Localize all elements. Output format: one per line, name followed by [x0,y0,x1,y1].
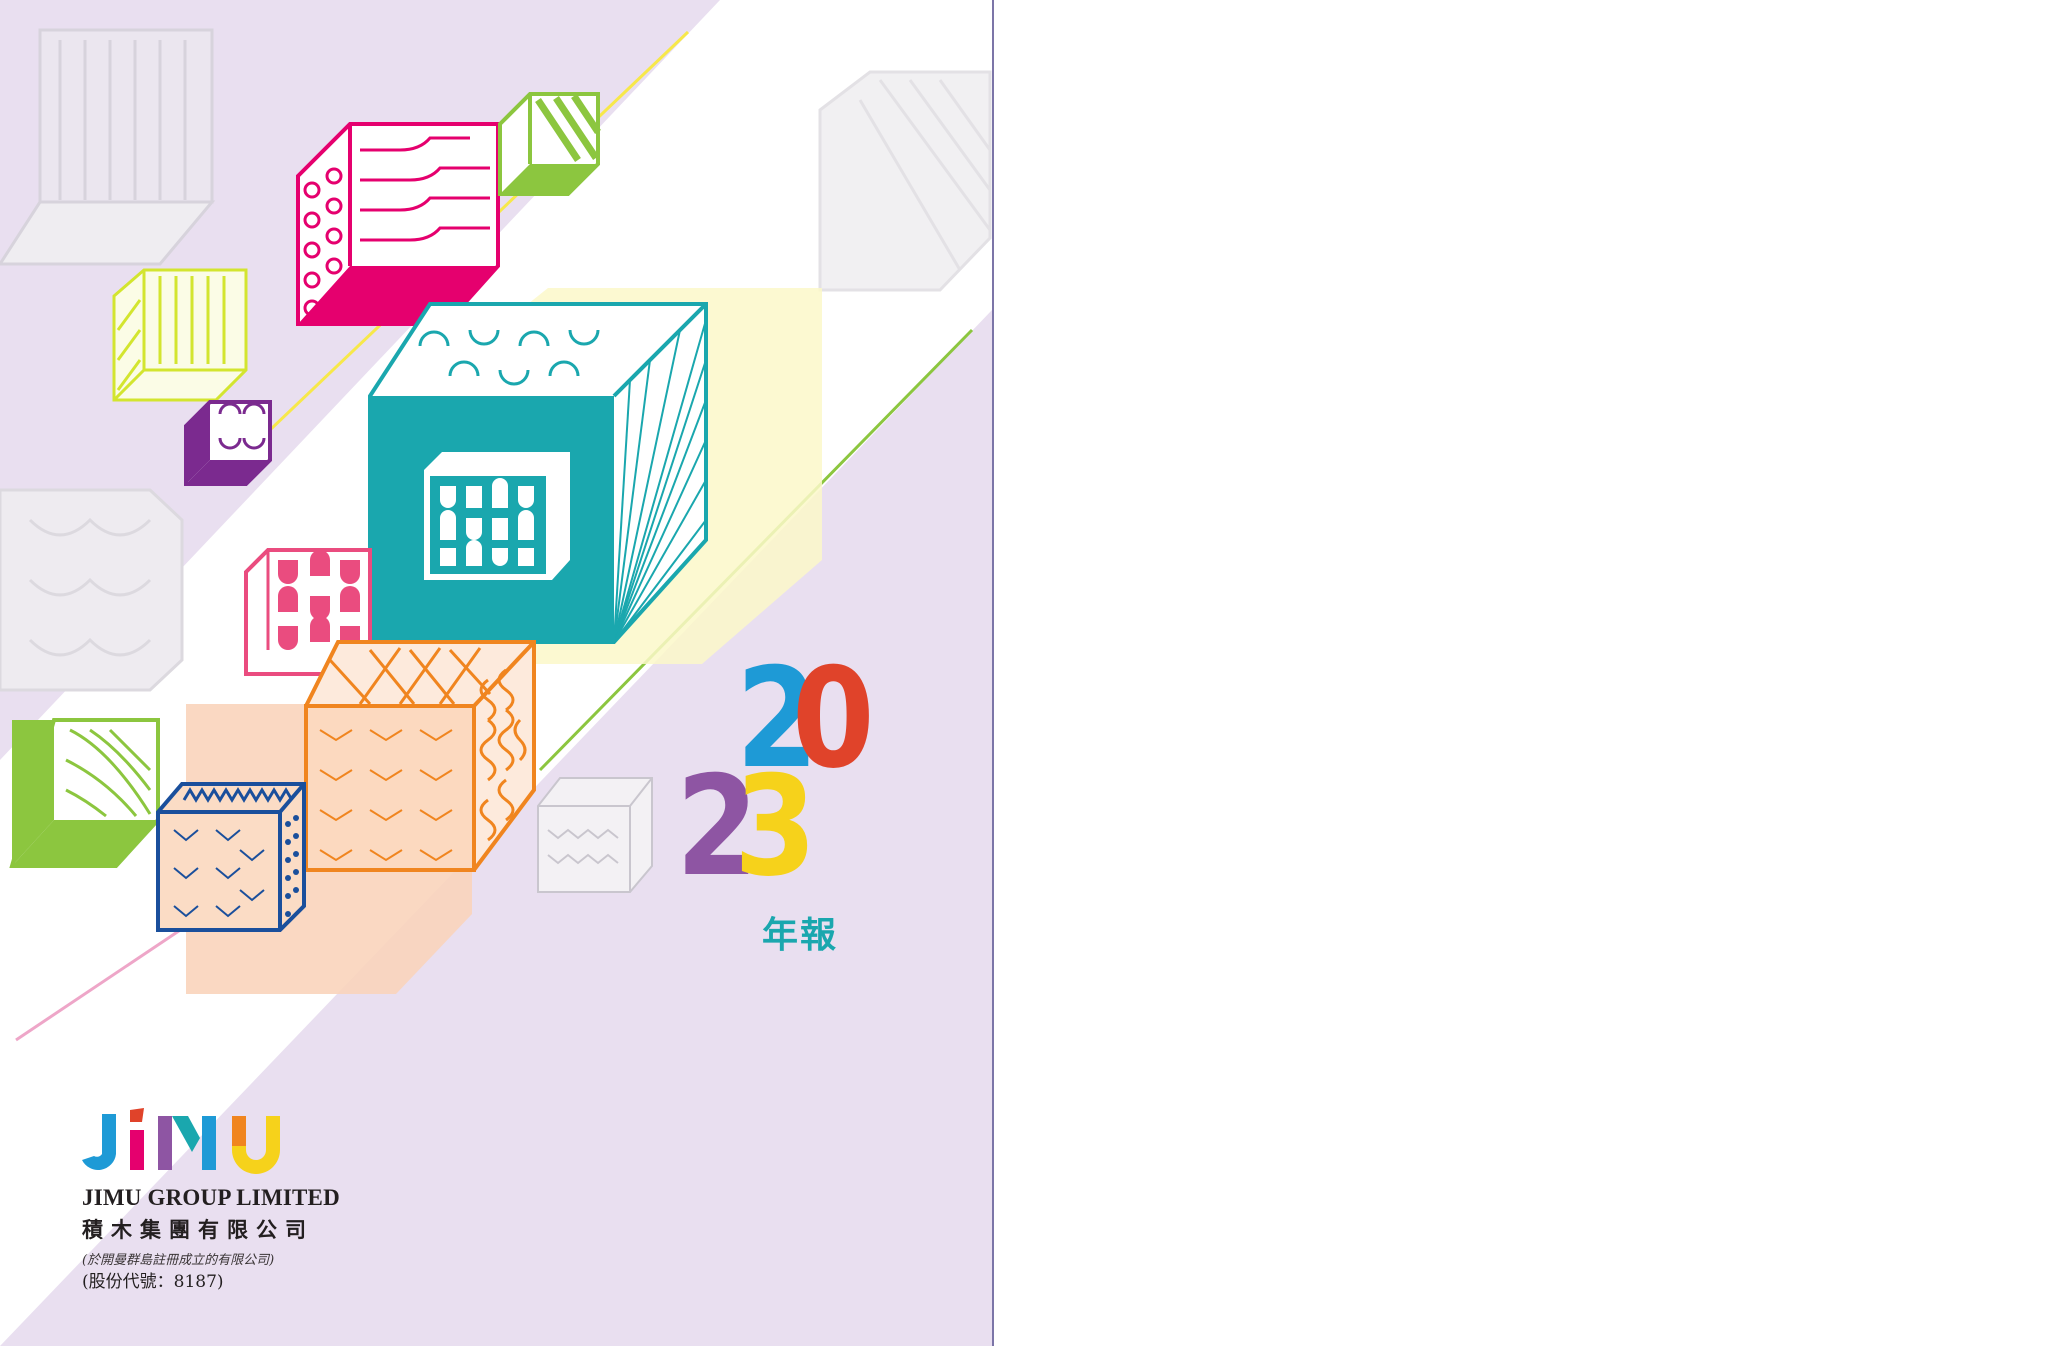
jimu-logo-icon [82,1108,280,1174]
purple-cube [184,400,272,486]
stock-code: (股份代號：8187) [82,1272,224,1292]
ghost-cube-top-right [818,70,992,292]
incorporation-note: (於開曼群島註冊成立的有限公司) [82,1253,275,1268]
annual-report-label: 年報 [762,915,839,956]
ghost-cube-top-left [0,28,216,266]
green-cube-small [498,92,601,196]
ghost-cube-small [537,777,653,893]
year-digit-4: 3 [734,746,817,907]
orange-cube [304,640,536,872]
ghost-cube-middle-left [0,488,184,692]
navy-cube [156,782,306,932]
magenta-cube [296,122,500,326]
green-cube-large [9,718,160,868]
year-digit-1: 2 [736,638,819,799]
annual-report-cover: 2 0 2 3 年報 JIMU GROUP LIMITED 積木集團有限公司 (… [0,0,992,1346]
year-digit-2: 0 [792,638,875,799]
teal-cube [368,302,708,644]
company-name-en: JIMU GROUP LIMITED [82,1185,340,1210]
yellow-cube [112,268,248,402]
year-digit-3: 2 [676,746,759,907]
page-edge-divider [992,0,994,1346]
cover-artwork [0,0,992,1346]
company-name-zh: 積木集團有限公司 [82,1218,314,1242]
jimu-logo [82,1108,282,1179]
